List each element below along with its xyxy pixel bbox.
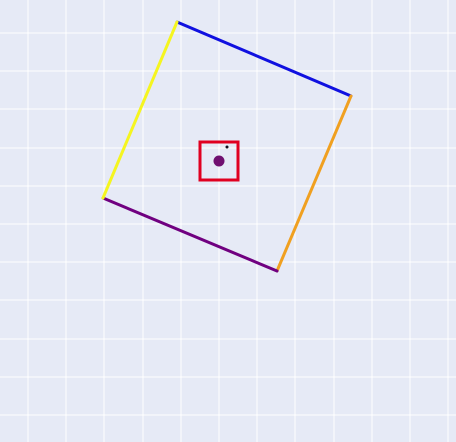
square-side-right[interactable]: [275, 94, 353, 273]
square-side-top[interactable]: [175, 20, 353, 98]
target-dot[interactable]: [213, 155, 225, 167]
target-box[interactable]: [198, 140, 240, 182]
square-side-bottom[interactable]: [101, 196, 279, 273]
target-group[interactable]: [198, 140, 240, 182]
square-side-left[interactable]: [101, 20, 179, 200]
target-marker: [225, 145, 229, 149]
rotated-square[interactable]: [101, 20, 353, 273]
